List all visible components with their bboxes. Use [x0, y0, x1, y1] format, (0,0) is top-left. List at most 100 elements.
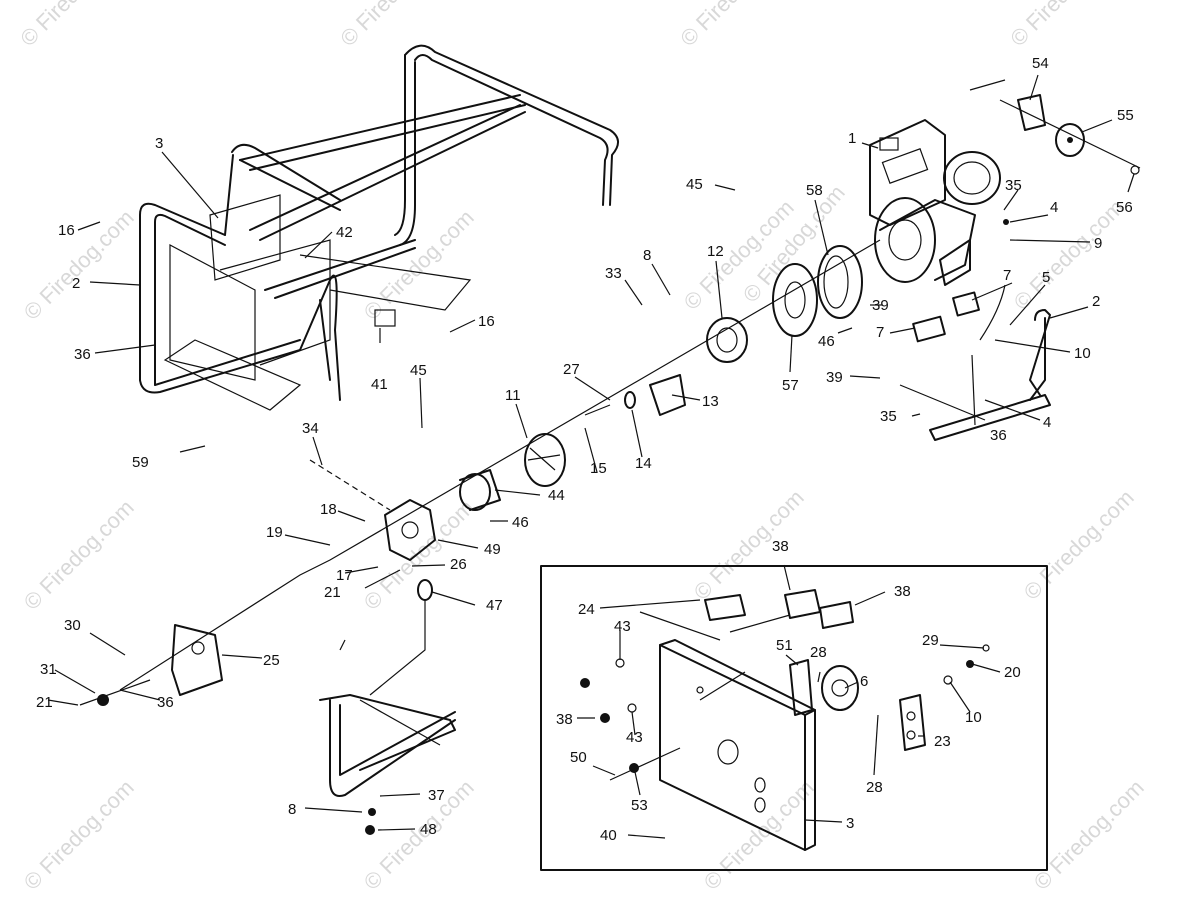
callout-label: 28 — [866, 779, 883, 796]
callout-label: 29 — [922, 632, 939, 649]
callout-label: 4 — [1050, 199, 1058, 216]
callout-label: 7 — [1003, 267, 1011, 284]
control-panel-inset — [540, 565, 1048, 871]
callout-label: 18 — [320, 501, 337, 518]
leader-lines — [47, 74, 1135, 839]
callout-label: 11 — [505, 387, 521, 404]
callout-label: 2 — [1092, 293, 1100, 310]
callout-label: 6 — [860, 673, 868, 690]
callout-label: 43 — [614, 618, 631, 635]
callout-label: 55 — [1117, 107, 1134, 124]
callout-label: 25 — [263, 652, 280, 669]
watermark: © Firedog.com — [19, 205, 139, 325]
callout-label: 56 — [1116, 199, 1133, 216]
watermark: © Firedog.com — [675, 0, 795, 51]
callout-label: 20 — [1004, 664, 1021, 681]
callout-label: 31 — [40, 661, 57, 678]
callout-label: 33 — [605, 265, 622, 282]
watermark: © Firedog.com — [15, 0, 135, 51]
bottom-frame — [319, 639, 456, 835]
cap-assembly — [969, 79, 1141, 175]
tube-frame — [139, 44, 619, 401]
callout-label: 46 — [818, 333, 835, 350]
callout-label: 34 — [302, 420, 319, 437]
callout-label: 13 — [702, 393, 719, 410]
callout-label: 7 — [876, 324, 884, 341]
callout-label: 21 — [324, 584, 341, 601]
callout-label: 26 — [450, 556, 467, 573]
watermark: © Firedog.com — [1005, 0, 1125, 51]
callout-label: 24 — [578, 601, 595, 618]
callout-label: 30 — [64, 617, 81, 634]
callout-label: 48 — [420, 821, 437, 838]
callout-label: 4 — [1043, 414, 1051, 431]
callout-label: 38 — [772, 538, 789, 555]
watermark: © Firedog.com — [335, 0, 455, 51]
callout-label: 39 — [826, 369, 843, 386]
watermark: © Firedog.com — [19, 775, 139, 895]
callout-label: 10 — [1074, 345, 1091, 362]
callout-label: 10 — [965, 709, 982, 726]
frame-panel — [163, 194, 472, 411]
callout-label: 41 — [371, 376, 388, 393]
callout-label: 44 — [548, 487, 565, 504]
callout-label: 16 — [58, 222, 75, 239]
callout-label: 35 — [880, 408, 897, 425]
callout-label: 53 — [631, 797, 648, 814]
callout-label: 27 — [563, 361, 580, 378]
callout-label: 38 — [894, 583, 911, 600]
callout-label: 54 — [1032, 55, 1049, 72]
callout-label: 43 — [626, 729, 643, 746]
callout-label: 36 — [157, 694, 174, 711]
callout-label: 3 — [846, 815, 854, 832]
end-bell — [309, 459, 436, 696]
callout-label: 39 — [872, 297, 889, 314]
watermark: © Firedog.com — [699, 775, 819, 895]
callout-label: 58 — [806, 182, 823, 199]
engine — [869, 119, 1009, 286]
watermark: © Firedog.com — [1019, 485, 1139, 605]
callout-label: 8 — [643, 247, 651, 264]
callout-label: 38 — [556, 711, 573, 728]
callout-label: 46 — [512, 514, 529, 531]
watermark: © Firedog.com — [359, 205, 479, 325]
callout-label: 35 — [1005, 177, 1022, 194]
callout-label: 47 — [486, 597, 503, 614]
callout-label: 23 — [934, 733, 951, 750]
callout-label: 3 — [155, 135, 163, 152]
right-frame-rail — [899, 284, 1051, 441]
callout-labels: 1 2 2 3 3 4 4 5 6 7 7 8 8 9 10 10 11 12 … — [36, 55, 1134, 844]
callout-label: 21 — [36, 694, 53, 711]
callout-label: 59 — [132, 454, 149, 471]
callout-label: 19 — [266, 524, 283, 541]
callout-label: 2 — [72, 275, 80, 292]
callout-label: 40 — [600, 827, 617, 844]
callout-label: 51 — [776, 637, 793, 654]
callout-label: 37 — [428, 787, 445, 804]
callout-label: 15 — [590, 460, 607, 477]
callout-label: 49 — [484, 541, 501, 558]
watermark: © Firedog.com — [1009, 195, 1129, 315]
callout-label: 1 — [848, 130, 856, 147]
callout-label: 57 — [782, 377, 799, 394]
watermark: © Firedog.com — [689, 485, 809, 605]
callout-label: 50 — [570, 749, 587, 766]
watermark: © Firedog.com — [359, 775, 479, 895]
callout-label: 14 — [635, 455, 652, 472]
callout-label: 45 — [410, 362, 427, 379]
callout-label: 9 — [1094, 235, 1102, 252]
control-panel — [580, 589, 990, 851]
callout-label: 45 — [686, 176, 703, 193]
drive-axis-line — [119, 239, 881, 691]
callout-label: 42 — [336, 224, 353, 241]
callout-label: 5 — [1042, 269, 1050, 286]
end-cover — [79, 624, 223, 706]
callout-label: 16 — [478, 313, 495, 330]
watermark: © Firedog.com — [19, 495, 139, 615]
callout-label: 28 — [810, 644, 827, 661]
callout-label: 8 — [288, 801, 296, 818]
callout-label: 12 — [707, 243, 724, 260]
callout-label: 17 — [336, 567, 353, 584]
callout-label: 36 — [990, 427, 1007, 444]
